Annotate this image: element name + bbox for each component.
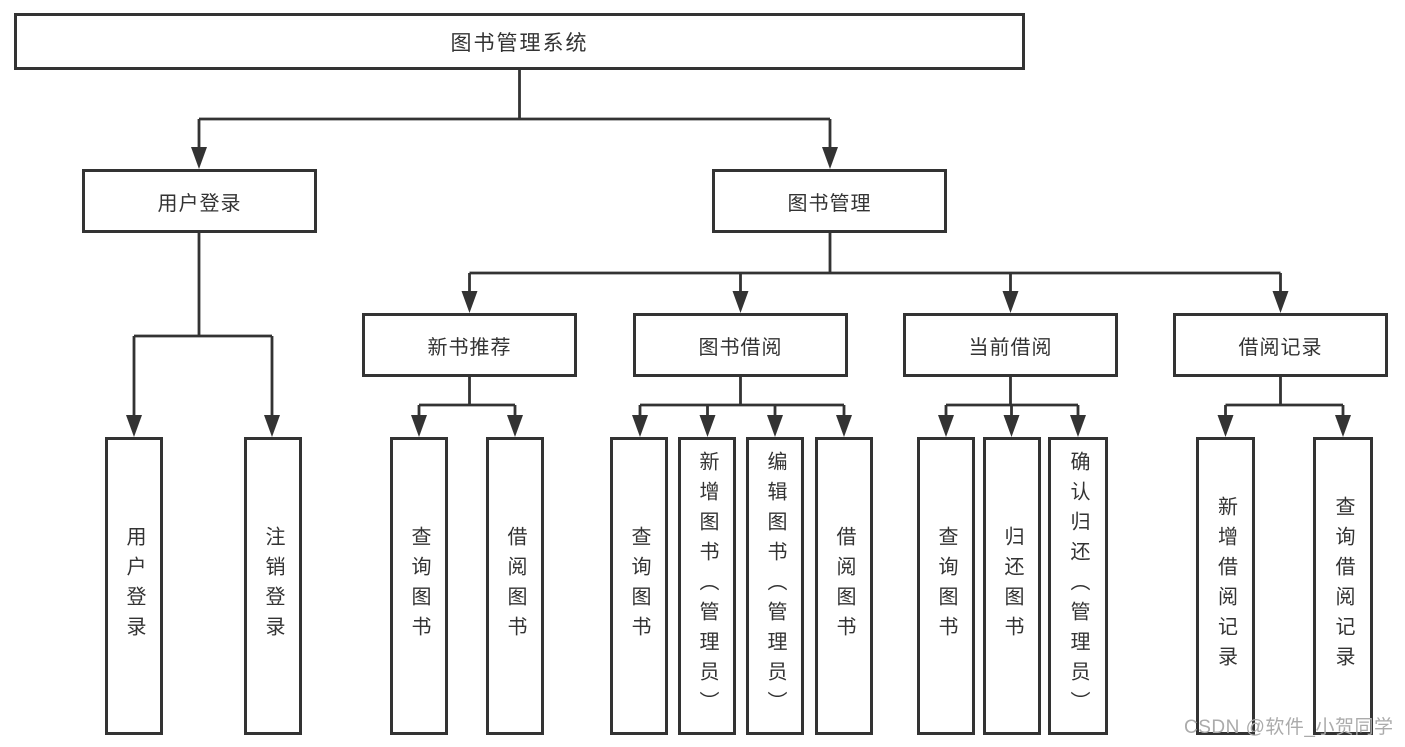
- leaf-logout: 注销登录: [244, 437, 302, 735]
- leaf-borrow-book-1-label: 借阅图书: [504, 526, 526, 646]
- leaf-query-book-3: 查询图书: [917, 437, 975, 735]
- node-book-management: 图书管理: [712, 169, 947, 233]
- leaf-return-book-label: 归还图书: [1001, 526, 1023, 646]
- connector-segments: [132, 70, 1345, 418]
- leaf-confirm-return-admin: 确认归还（管理员）: [1048, 437, 1108, 735]
- leaf-query-book-2: 查询图书: [610, 437, 668, 735]
- leaf-add-book-admin-label: 新增图书（管理员）: [696, 451, 718, 721]
- leaf-return-book: 归还图书: [983, 437, 1041, 735]
- leaf-query-book-2-label: 查询图书: [628, 526, 650, 646]
- node-user-login-label: 用户登录: [157, 192, 242, 215]
- leaf-add-borrow-record-label: 新增借阅记录: [1214, 496, 1237, 676]
- node-new-book-recommend: 新书推荐: [362, 313, 577, 377]
- node-book-borrow-label: 图书借阅: [698, 336, 783, 359]
- leaf-user-login-label: 用户登录: [123, 526, 145, 646]
- arrowhead-icons: [126, 147, 1351, 437]
- node-book-borrow: 图书借阅: [633, 313, 848, 377]
- node-root-system: 图书管理系统: [14, 13, 1025, 70]
- node-root-label: 图书管理系统: [450, 31, 589, 55]
- watermark: CSDN @软件_小贺同学: [1184, 717, 1394, 738]
- leaf-query-book-1: 查询图书: [390, 437, 448, 735]
- leaf-query-book-1-label: 查询图书: [408, 526, 430, 646]
- node-current-borrow: 当前借阅: [903, 313, 1118, 377]
- leaf-query-book-3-label: 查询图书: [935, 526, 957, 646]
- leaf-confirm-return-admin-label: 确认归还（管理员）: [1067, 451, 1089, 721]
- node-user-login: 用户登录: [82, 169, 317, 233]
- node-new-book-recommend-label: 新书推荐: [427, 336, 512, 359]
- leaf-add-book-admin: 新增图书（管理员）: [678, 437, 736, 735]
- leaf-user-login: 用户登录: [105, 437, 163, 735]
- leaf-borrow-book-2: 借阅图书: [815, 437, 873, 735]
- leaf-logout-label: 注销登录: [262, 526, 284, 646]
- leaf-edit-book-admin-label: 编辑图书（管理员）: [764, 451, 786, 721]
- node-current-borrow-label: 当前借阅: [968, 336, 1053, 359]
- node-book-management-label: 图书管理: [787, 192, 872, 215]
- node-borrow-record-label: 借阅记录: [1238, 336, 1323, 359]
- leaf-query-borrow-record-label: 查询借阅记录: [1332, 496, 1354, 676]
- leaf-borrow-book-2-label: 借阅图书: [833, 526, 855, 646]
- node-borrow-record: 借阅记录: [1173, 313, 1388, 377]
- leaf-borrow-book-1: 借阅图书: [486, 437, 544, 735]
- leaf-edit-book-admin: 编辑图书（管理员）: [746, 437, 804, 735]
- leaf-query-borrow-record: 查询借阅记录: [1313, 437, 1373, 735]
- leaf-add-borrow-record: 新增借阅记录: [1196, 437, 1255, 735]
